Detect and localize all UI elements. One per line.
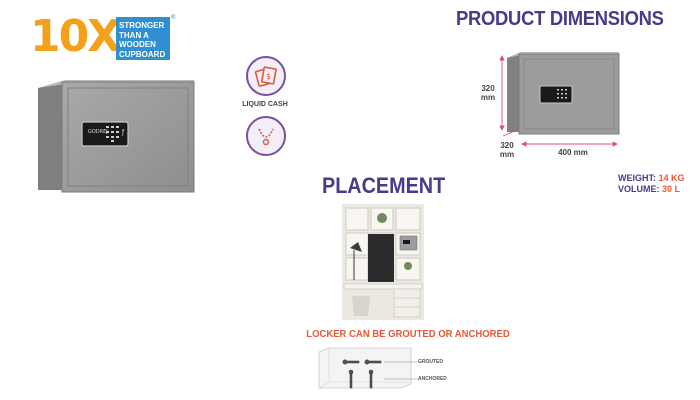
necklace-icon: [246, 116, 286, 156]
anchored-label: ANCHORED: [418, 376, 447, 382]
label-leader-lines: [384, 361, 418, 380]
depth-label: 320 mm: [499, 141, 515, 159]
weight-value: 14 KG: [658, 173, 685, 183]
safe-image: GODREJ ƒ: [38, 80, 195, 193]
liquid-cash-label: LIQUID CASH: [242, 101, 288, 108]
weight-spec: WEIGHT: 14 KG: [618, 173, 685, 183]
dimension-diagram: [499, 52, 620, 147]
strength-multiplier: 10X: [30, 11, 121, 62]
product-dimensions-title: PRODUCT DIMENSIONS: [456, 8, 664, 30]
grouting-diagram: [318, 347, 412, 389]
registered-mark: ®: [171, 15, 176, 21]
height-label: 320 mm: [480, 84, 496, 102]
cash-icon: $: [246, 56, 286, 96]
strength-badge-text: STRONGER THAN A WOODEN CUPBOARD: [116, 17, 170, 60]
volume-label: VOLUME:: [618, 184, 660, 194]
svg-text:GODREJ: GODREJ: [88, 129, 108, 135]
volume-spec: VOLUME: 30 L: [618, 184, 680, 194]
svg-text:ƒ: ƒ: [121, 129, 125, 136]
grouted-label: GROUTED: [418, 359, 443, 365]
grouted-anchored-caption: LOCKER CAN BE GROUTED OR ANCHORED: [306, 329, 510, 340]
placement-title: PLACEMENT: [322, 173, 446, 198]
volume-value: 30 L: [662, 184, 681, 194]
weight-label: WEIGHT:: [618, 173, 656, 183]
width-label: 400 mm: [558, 148, 588, 157]
placement-photo: [342, 204, 424, 320]
svg-text:$: $: [266, 72, 271, 81]
